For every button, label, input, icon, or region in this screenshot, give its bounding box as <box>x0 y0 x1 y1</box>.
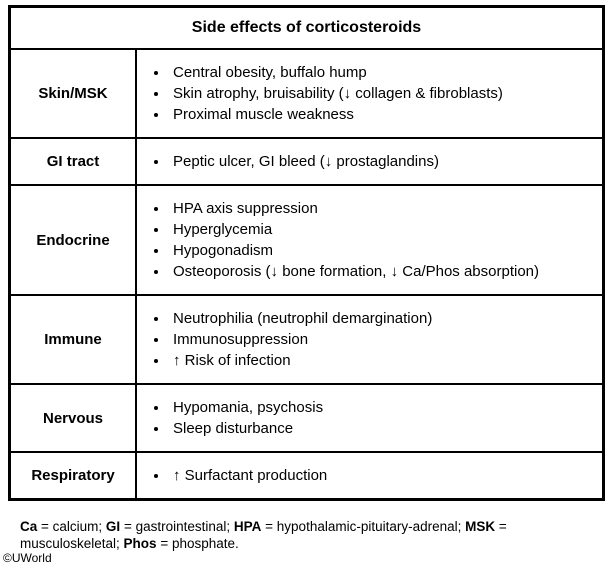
organ-system-label: GI tract <box>8 137 137 186</box>
side-effect-item: ↑ Surfactant production <box>169 465 594 486</box>
side-effect-item: Hypomania, psychosis <box>169 397 594 418</box>
title-row: Side effects of corticosteroids <box>8 5 605 50</box>
side-effects-list: Hypomania, psychosisSleep disturbance <box>147 397 594 439</box>
side-effects-list: HPA axis suppressionHyperglycemiaHypogon… <box>147 198 594 282</box>
table-body: Skin/MSK Central obesity, buffalo humpSk… <box>8 48 605 501</box>
side-effects-cell: HPA axis suppressionHyperglycemiaHypogon… <box>135 184 605 296</box>
abbreviation-term: Ca <box>20 519 38 534</box>
side-effect-item: Central obesity, buffalo hump <box>169 62 594 83</box>
abbreviation-term: MSK <box>465 519 496 534</box>
table-row: Respiratory ↑ Surfactant production <box>8 451 605 501</box>
copyright-watermark: ©UWorld <box>3 551 52 565</box>
table-row: Immune Neutrophilia (neutrophil demargin… <box>8 294 605 385</box>
organ-system-label: Skin/MSK <box>8 48 137 139</box>
side-effect-item: Peptic ulcer, GI bleed (↓ prostaglandins… <box>169 151 594 172</box>
side-effect-item: Osteoporosis (↓ bone formation, ↓ Ca/Pho… <box>169 261 594 282</box>
abbreviation-footnote: Ca = calcium; GI = gastrointestinal; HPA… <box>20 519 507 551</box>
organ-system-label: Nervous <box>8 383 137 453</box>
side-effect-item: Immunosuppression <box>169 329 594 350</box>
side-effects-cell: Hypomania, psychosisSleep disturbance <box>135 383 605 453</box>
side-effects-cell: Peptic ulcer, GI bleed (↓ prostaglandins… <box>135 137 605 186</box>
side-effect-item: Neutrophilia (neutrophil demargination) <box>169 308 594 329</box>
side-effects-list: ↑ Surfactant production <box>147 465 594 486</box>
table-row: Endocrine HPA axis suppressionHyperglyce… <box>8 184 605 296</box>
side-effect-item: Skin atrophy, bruisability (↓ collagen &… <box>169 83 594 104</box>
organ-system-label: Endocrine <box>8 184 137 296</box>
side-effects-list: Neutrophilia (neutrophil demargination)I… <box>147 308 594 371</box>
table-row: GI tract Peptic ulcer, GI bleed (↓ prost… <box>8 137 605 186</box>
side-effect-item: Sleep disturbance <box>169 418 594 439</box>
side-effects-cell: ↑ Surfactant production <box>135 451 605 501</box>
abbreviation-term: HPA <box>233 519 262 534</box>
organ-system-label: Immune <box>8 294 137 385</box>
corticosteroid-side-effects-table: Side effects of corticosteroids Skin/MSK… <box>8 5 605 501</box>
side-effects-cell: Neutrophilia (neutrophil demargination)I… <box>135 294 605 385</box>
side-effect-item: ↑ Risk of infection <box>169 350 594 371</box>
side-effect-item: HPA axis suppression <box>169 198 594 219</box>
table-title: Side effects of corticosteroids <box>8 5 605 50</box>
organ-system-label: Respiratory <box>8 451 137 501</box>
abbreviation-term: Phos <box>123 536 157 551</box>
table-row: Nervous Hypomania, psychosisSleep distur… <box>8 383 605 453</box>
abbreviation-term: GI <box>105 519 121 534</box>
side-effects-list: Peptic ulcer, GI bleed (↓ prostaglandins… <box>147 151 594 172</box>
table-row: Skin/MSK Central obesity, buffalo humpSk… <box>8 48 605 139</box>
side-effects-list: Central obesity, buffalo humpSkin atroph… <box>147 62 594 125</box>
side-effect-item: Proximal muscle weakness <box>169 104 594 125</box>
side-effect-item: Hyperglycemia <box>169 219 594 240</box>
side-effects-cell: Central obesity, buffalo humpSkin atroph… <box>135 48 605 139</box>
side-effect-item: Hypogonadism <box>169 240 594 261</box>
